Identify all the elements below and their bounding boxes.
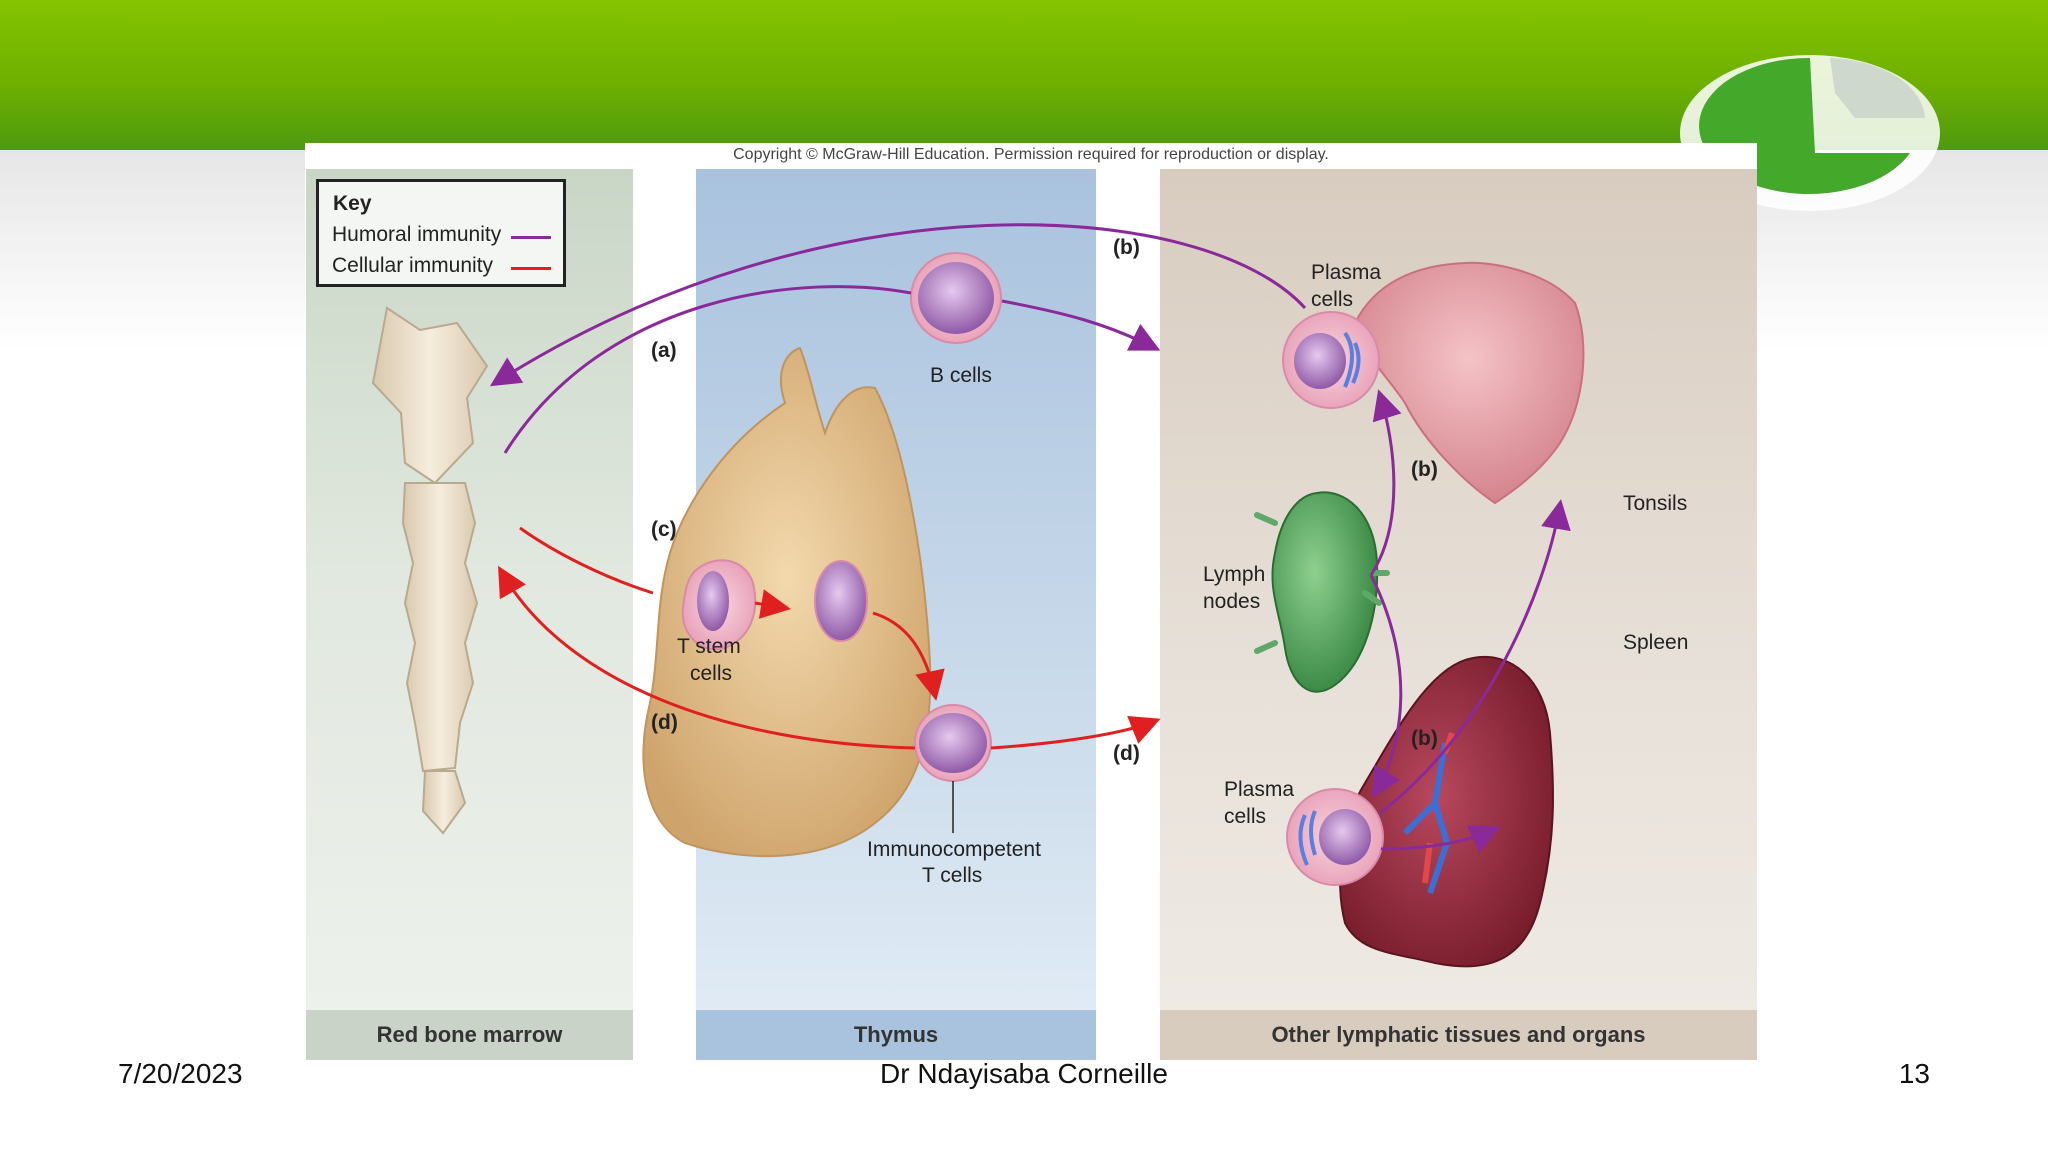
sternum-bone — [371, 306, 489, 835]
plasma-cell-top — [1282, 311, 1380, 409]
label-lymph-1: Lymph — [1203, 563, 1265, 586]
pathway-label-a: (a) — [651, 339, 677, 362]
lymphocyte-diagram: Copyright © McGraw-Hill Education. Permi… — [305, 143, 1757, 1060]
label-b-cells: B cells — [930, 364, 992, 387]
pathway-label-c: (c) — [651, 518, 677, 541]
footer-date: 7/20/2023 — [118, 1058, 243, 1089]
key-title: Key — [333, 192, 372, 215]
key-cellular-swatch — [511, 267, 551, 270]
pathway-label-b-top: (b) — [1113, 236, 1140, 259]
lymph-node-organ — [1254, 491, 1390, 693]
pathway-label-d-right: (d) — [1113, 742, 1140, 765]
label-plasma-bot-1: Plasma — [1224, 778, 1294, 801]
footer-author: Dr Ndayisaba Corneille — [880, 1058, 1168, 1089]
label-immuno-2: T cells — [922, 864, 982, 887]
pathway-label-d-left: (d) — [651, 711, 678, 734]
t-stem-cell — [681, 559, 757, 651]
key-humoral-swatch — [511, 236, 551, 239]
panel-label-other-lymphatic: Other lymphatic tissues and organs — [1160, 1010, 1757, 1060]
label-plasma-top-1: Plasma — [1311, 261, 1381, 284]
b-cell — [910, 252, 1002, 344]
pathway-label-b-mid: (b) — [1411, 458, 1438, 481]
key-cellular-label: Cellular immunity — [332, 254, 494, 277]
humoral-pathways — [489, 223, 1571, 853]
immunocompetent-t-cell — [914, 704, 992, 782]
pathway-label-b-low: (b) — [1411, 727, 1438, 750]
label-plasma-top-2: cells — [1311, 288, 1353, 311]
label-t-stem-1: T stem — [677, 635, 741, 658]
label-plasma-bot-2: cells — [1224, 805, 1266, 828]
cellular-pathways — [498, 526, 1161, 750]
plasma-cell-bottom — [1286, 788, 1384, 886]
legend-key: Key Humoral immunity Cellular immunity — [316, 179, 566, 287]
label-immuno-1: Immunocompetent — [867, 838, 1041, 861]
label-t-stem-2: cells — [690, 662, 732, 685]
diagram-canvas: B cells T stem cells Immunocompetent T c… — [371, 223, 1688, 968]
panel-label-red-bone-marrow: Red bone marrow — [306, 1010, 633, 1060]
footer-page-number: 13 — [1898, 1058, 1930, 1089]
label-tonsils: Tonsils — [1623, 492, 1687, 515]
tonsils-organ — [1353, 261, 1585, 505]
key-humoral-label: Humoral immunity — [332, 223, 502, 246]
label-spleen: Spleen — [1623, 631, 1688, 654]
panel-label-thymus: Thymus — [696, 1010, 1096, 1060]
label-lymph-2: nodes — [1203, 590, 1260, 613]
thymus-cell — [814, 560, 868, 642]
copyright-notice: Copyright © McGraw-Hill Education. Permi… — [733, 146, 1329, 163]
